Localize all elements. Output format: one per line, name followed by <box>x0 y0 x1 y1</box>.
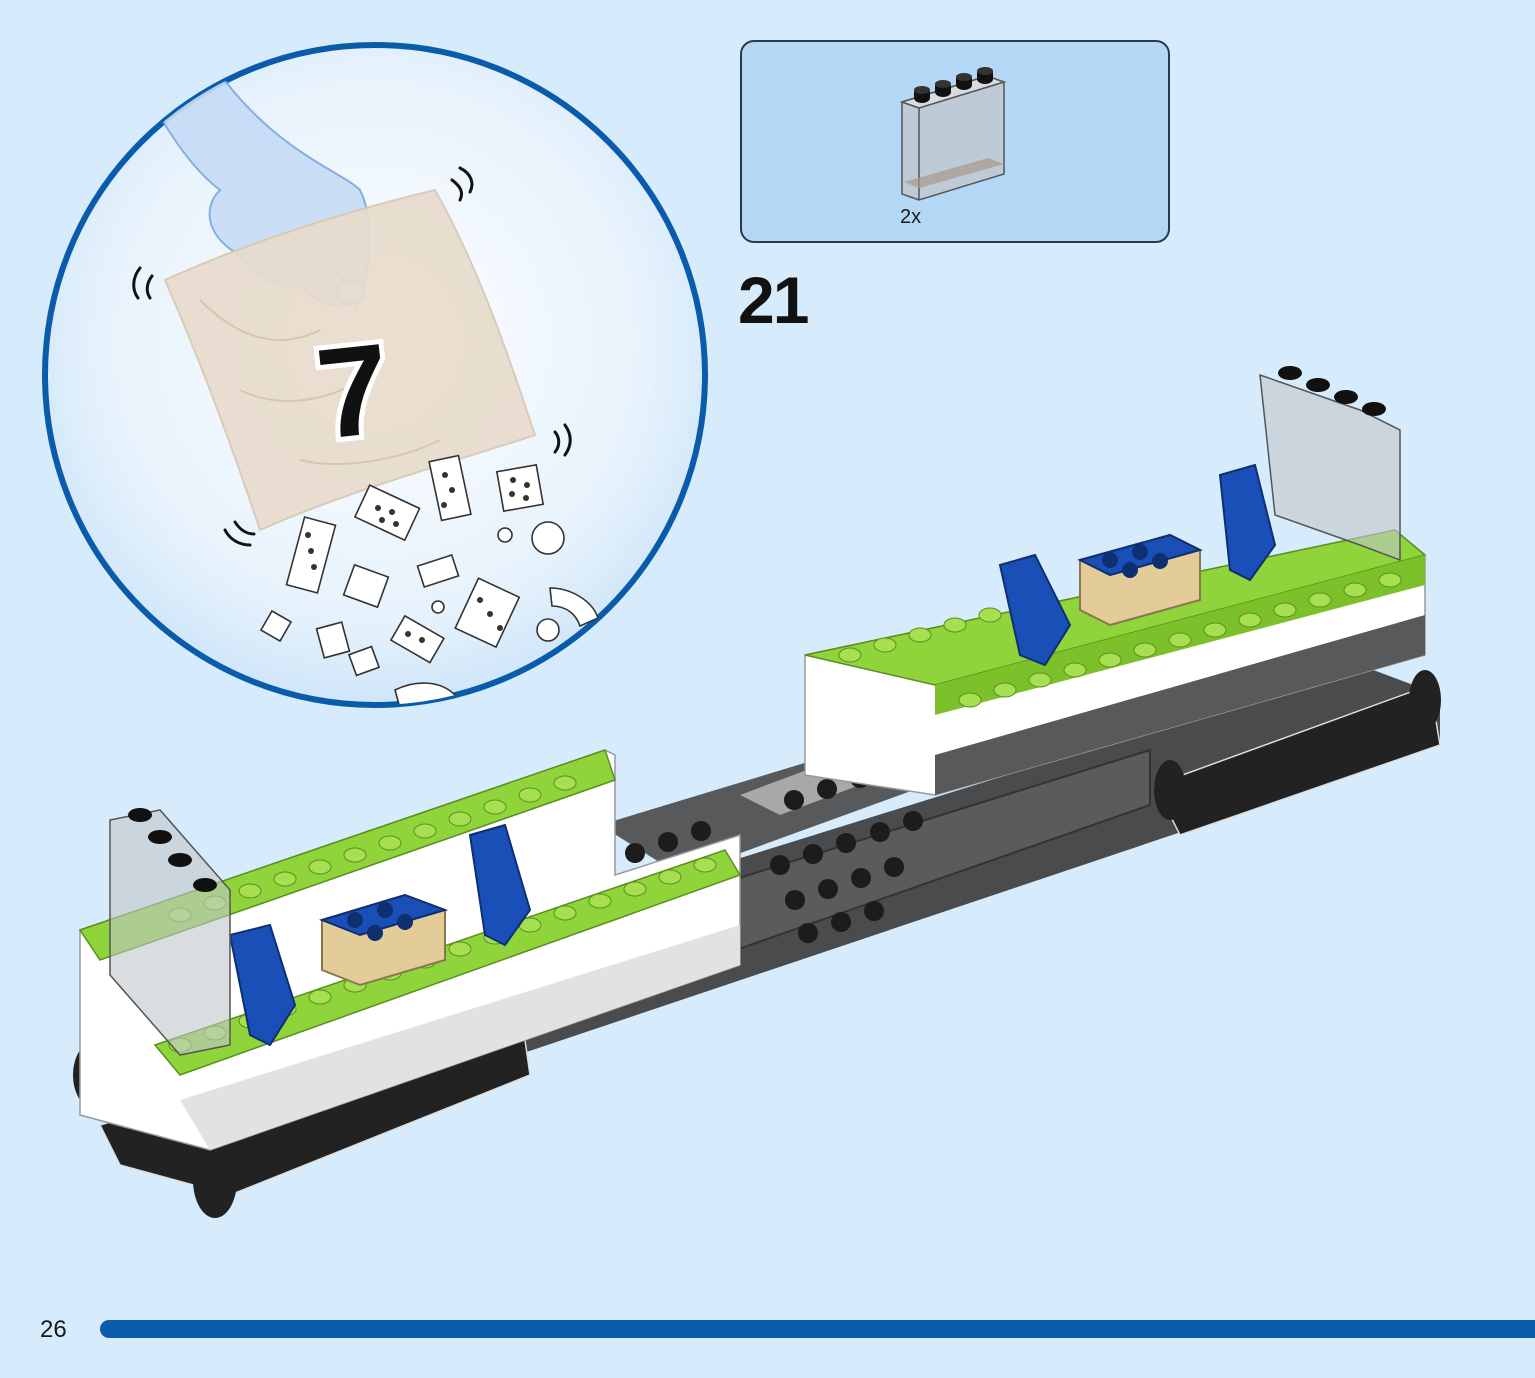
loose-bricks-icon <box>259 454 599 705</box>
polybag-icon: 7 <box>163 188 537 532</box>
progress-bar <box>100 1320 1535 1338</box>
bag-opening-illustration: 7 <box>42 42 708 708</box>
page-number: 26 <box>40 1316 67 1343</box>
bag-number: 7 <box>311 317 397 467</box>
bogie-rear <box>1153 670 1441 836</box>
parts-callout: 2x <box>740 40 1170 243</box>
train-car-model <box>73 366 1441 1218</box>
transparent-panel-icon <box>899 67 1007 201</box>
cabin-rear <box>804 366 1427 796</box>
cabin-front <box>78 749 742 1151</box>
part-quantity: 2x <box>900 206 922 228</box>
step-number: 21 <box>738 263 809 337</box>
